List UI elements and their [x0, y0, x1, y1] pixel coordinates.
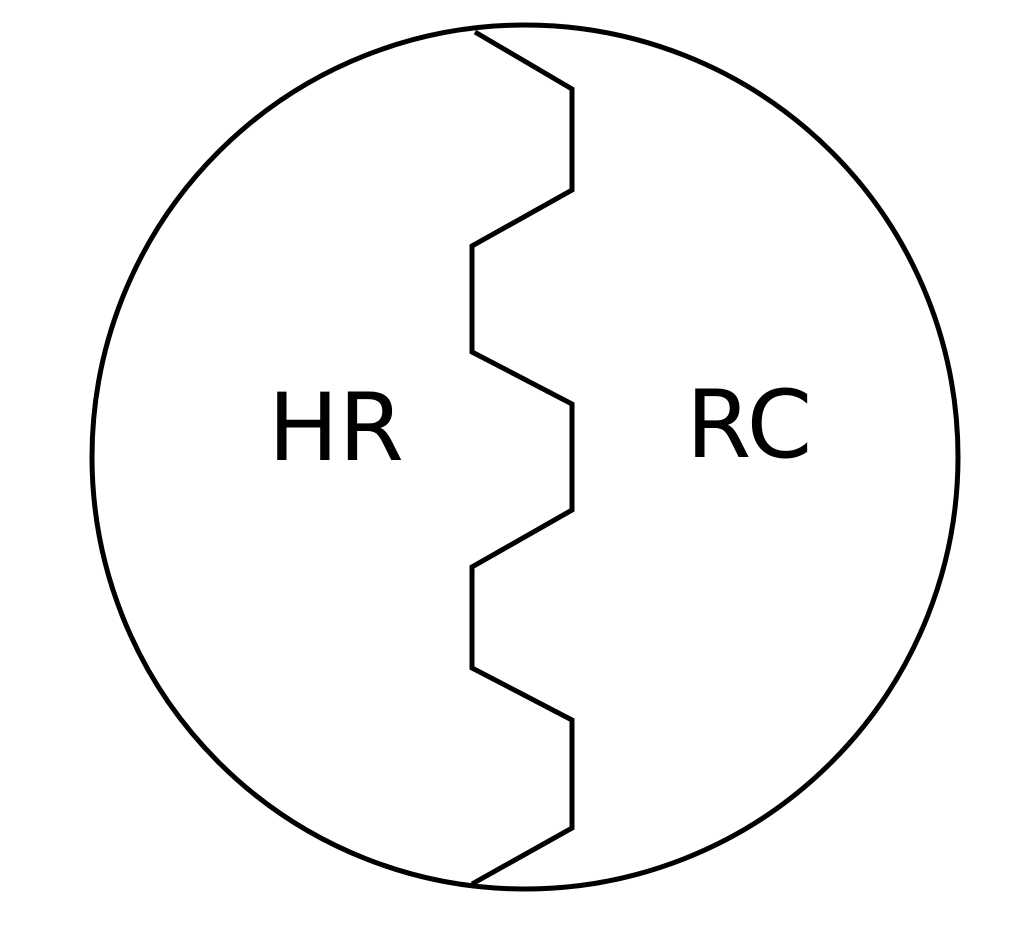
region-label-hr: HR	[268, 374, 404, 483]
outer-circle	[89, 22, 961, 892]
zigzag-divider	[469, 29, 575, 887]
region-label-rc: RC	[686, 371, 812, 480]
